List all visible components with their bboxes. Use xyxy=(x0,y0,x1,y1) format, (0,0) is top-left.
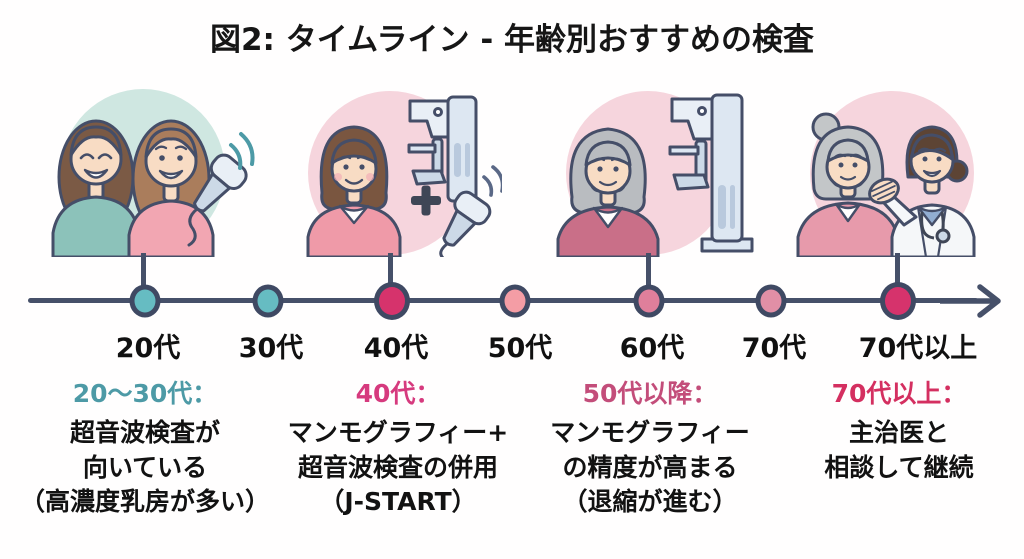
young-women-ultrasound-icon xyxy=(51,89,255,259)
mammography-machine-icon xyxy=(407,95,478,203)
stethoscope-icon xyxy=(920,211,951,244)
timeline-dot-20s xyxy=(129,284,161,318)
age-block-body: マンモグラフィー の精度が高まる （退縮が進む） xyxy=(550,418,750,516)
doctor-consultation-icon xyxy=(796,91,976,259)
timeline-dot-30s xyxy=(252,284,284,318)
timeline-dot-40s xyxy=(374,282,410,320)
gesturing-hand-icon xyxy=(868,177,900,205)
older-woman-mammography-icon xyxy=(556,91,754,259)
signal-waves-icon xyxy=(229,132,255,170)
timeline-label-20s: 20代 xyxy=(115,333,181,364)
timeline-label-70plus: 70代以上 xyxy=(858,333,978,364)
timeline-label-30s: 30代 xyxy=(238,333,304,364)
age-block-heading: 40代： xyxy=(355,379,441,408)
age-block-70s-plus: 70代以上： 主治医と 相談して継続 xyxy=(776,374,1022,485)
age-block-heading: 50代以降： xyxy=(582,379,718,408)
figure-title: 図2: タイムライン - 年齢別おすすめの検査 xyxy=(209,22,815,58)
timeline-dot-70plus xyxy=(880,282,916,320)
illustration-senior-woman-doctor xyxy=(780,85,1005,259)
timeline-label-40s: 40代 xyxy=(363,333,429,364)
timeline-connector xyxy=(141,253,146,302)
timeline-connector xyxy=(895,253,900,302)
timeline-label-60s: 60代 xyxy=(619,333,685,364)
age-block-40s: 40代： マンモグラフィー+ 超音波検査の併用 （J-START） xyxy=(268,374,528,520)
age-block-heading: 70代以上： xyxy=(831,379,967,408)
age-block-body: マンモグラフィー+ 超音波検査の併用 （J-START） xyxy=(287,418,509,516)
mammography-machine-icon xyxy=(668,93,754,253)
illustration-young-women-ultrasound xyxy=(35,85,255,259)
timeline-connector xyxy=(646,253,651,302)
age-block-heading: 20〜30代： xyxy=(72,379,218,408)
arrow-right-icon xyxy=(940,284,1001,318)
illustration-woman-mammography-ultrasound xyxy=(282,85,505,260)
age-block-body: 主治医と 相談して継続 xyxy=(824,418,974,482)
age-block-20-30s: 20〜30代： 超音波検査が 向いている （高濃度乳房が多い） xyxy=(15,374,275,520)
timeline-dot-60s xyxy=(633,284,665,318)
ultrasound-probe-icon xyxy=(193,153,248,213)
timeline-label-70s: 70代 xyxy=(741,333,807,364)
age-block-50s-plus: 50代以降： マンモグラフィー の精度が高まる （退縮が進む） xyxy=(520,374,780,520)
timeline-connector xyxy=(388,253,393,302)
timeline-dot-70s xyxy=(755,284,787,318)
illustration-older-woman-mammography xyxy=(536,85,761,259)
timeline-dot-50s xyxy=(499,284,531,318)
plus-icon xyxy=(411,185,441,216)
signal-waves-icon xyxy=(482,165,505,197)
timeline-label-50s: 50代 xyxy=(487,333,553,364)
age-block-body: 超音波検査が 向いている （高濃度乳房が多い） xyxy=(19,418,270,516)
mammography-plus-ultrasound-icon xyxy=(306,91,505,260)
